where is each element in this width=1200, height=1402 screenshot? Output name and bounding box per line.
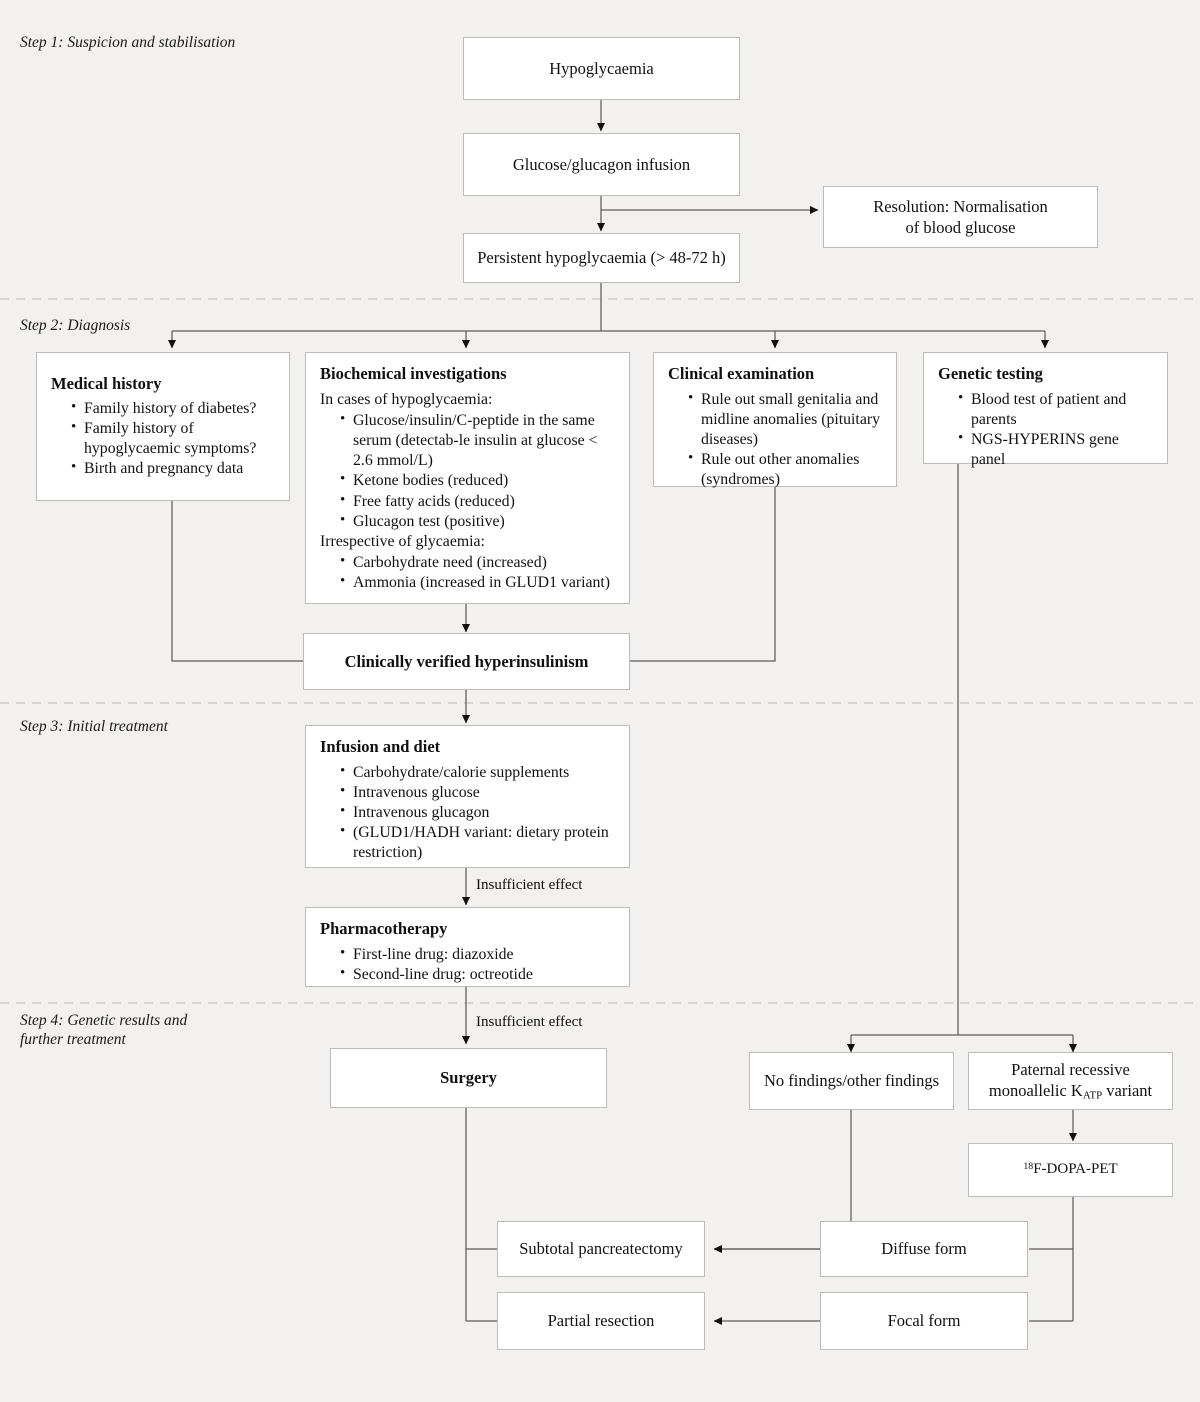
node-no-findings[interactable]: No findings/other findings (749, 1052, 954, 1110)
node-genetic-testing[interactable]: Genetic testing Blood test of patient an… (923, 352, 1168, 468)
list-item: Family history of hypoglycaemic symptoms… (71, 418, 275, 459)
list-item: Birth and pregnancy data (71, 458, 275, 479)
node-biochemical-bullets-1: Glucose/insulin/C-peptide in the same se… (320, 410, 615, 532)
node-medical-history-bullets: Family history of diabetes? Family histo… (51, 398, 275, 479)
node-glucose-glucagon-infusion[interactable]: Glucose/glucagon infusion (463, 133, 740, 196)
list-item: NGS-HYPERINS gene panel (958, 429, 1153, 470)
node-biochemical-bullets-2: Carbohydrate need (increased) Ammonia (i… (320, 552, 615, 593)
node-surgery[interactable]: Surgery (330, 1048, 607, 1108)
node-resolution-label: Resolution: Normalisation of blood gluco… (873, 196, 1048, 237)
list-item: Glucagon test (positive) (340, 511, 615, 532)
step-label-3: Step 3: Initial treatment (20, 718, 168, 735)
list-item: Ketone bodies (reduced) (340, 470, 615, 491)
node-biochemical-lead-2: Irrespective of glycaemia: (320, 532, 485, 550)
node-no-findings-label: No findings/other findings (763, 1071, 940, 1091)
list-item: Carbohydrate need (increased) (340, 552, 615, 573)
node-paternal-subscript: ATP (1082, 1089, 1103, 1102)
step-label-1: Step 1: Suspicion and stabilisation (20, 34, 236, 51)
node-biochemical-lead-1: In cases of hypoglycaemia: (320, 390, 493, 408)
node-clinical-examination[interactable]: Clinical examination Rule out small geni… (653, 352, 897, 490)
node-biochemical-investigations[interactable]: Biochemical investigations In cases of h… (305, 352, 630, 604)
list-item: Family history of diabetes? (71, 398, 275, 419)
node-genetic-testing-title: Genetic testing (938, 364, 1043, 383)
node-fdopa-pet-label: 18F-DOPA-PET (1023, 1160, 1117, 1179)
node-pharmacotherapy-title: Pharmacotherapy (320, 919, 448, 938)
step-label-4: Step 4: Genetic results and further trea… (20, 1012, 188, 1049)
node-paternal-text-before: Paternal recessive monoallelic K (988, 1059, 1130, 1100)
node-glucose-glucagon-infusion-label: Glucose/glucagon infusion (512, 154, 691, 174)
node-diffuse-form[interactable]: Diffuse form (820, 1221, 1028, 1277)
node-infusion-and-diet-title: Infusion and diet (320, 737, 441, 756)
node-hypoglycaemia-label: Hypoglycaemia (549, 58, 654, 78)
node-subtotal-pancreatectomy[interactable]: Subtotal pancreatectomy (497, 1221, 705, 1277)
node-pharmacotherapy-bullets: First-line drug: diazoxide Second-line d… (320, 944, 615, 985)
node-focal-label: Focal form (887, 1311, 961, 1331)
list-item: Intravenous glucagon (340, 802, 615, 823)
node-partial-resection[interactable]: Partial resection (497, 1292, 705, 1350)
node-paternal-katp-label: Paternal recessive monoallelic KATP vari… (989, 1059, 1152, 1103)
node-paternal-katp-variant[interactable]: Paternal recessive monoallelic KATP vari… (968, 1052, 1173, 1110)
node-hypoglycaemia[interactable]: Hypoglycaemia (463, 37, 740, 100)
node-fdopa-text: F-DOPA-PET (1033, 1161, 1118, 1178)
node-clinically-verified-hyperinsulinism[interactable]: Clinically verified hyperinsulinism (303, 633, 630, 690)
list-item: (GLUD1/HADH variant: dietary protein res… (340, 822, 615, 863)
list-item: Second-line drug: octreotide (340, 964, 615, 985)
list-item: Glucose/insulin/C-peptide in the same se… (340, 410, 615, 471)
edge-label-insufficient-effect-1: Insufficient effect (476, 877, 583, 893)
node-paternal-text-after: variant (1102, 1080, 1153, 1100)
node-medical-history[interactable]: Medical history Family history of diabet… (36, 352, 290, 501)
list-item: Intravenous glucose (340, 782, 615, 803)
list-item: Rule out other anomalies (syndromes) (688, 449, 882, 490)
list-item: Blood test of patient and parents (958, 389, 1153, 430)
node-pharmacotherapy[interactable]: Pharmacotherapy First-line drug: diazoxi… (305, 907, 630, 987)
node-resolution[interactable]: Resolution: Normalisation of blood gluco… (823, 186, 1098, 248)
node-clinical-examination-bullets: Rule out small genitalia and midline ano… (668, 389, 882, 490)
node-subtotal-label: Subtotal pancreatectomy (519, 1239, 683, 1259)
node-medical-history-title: Medical history (51, 373, 162, 393)
node-clinical-examination-title: Clinical examination (668, 364, 815, 383)
edge-label-insufficient-effect-2: Insufficient effect (476, 1014, 583, 1030)
node-fdopa-superscript: 18 (1023, 1161, 1034, 1173)
node-partial-label: Partial resection (547, 1311, 655, 1331)
list-item: First-line drug: diazoxide (340, 944, 615, 965)
list-item: Ammonia (increased in GLUD1 variant) (340, 572, 615, 593)
node-surgery-label: Surgery (440, 1068, 497, 1088)
node-persistent-hypoglycaemia-label: Persistent hypoglycaemia (> 48-72 h) (477, 248, 726, 268)
node-infusion-and-diet-bullets: Carbohydrate/calorie supplements Intrave… (320, 762, 615, 863)
node-focal-form[interactable]: Focal form (820, 1292, 1028, 1350)
node-diffuse-label: Diffuse form (881, 1239, 967, 1259)
node-fdopa-pet[interactable]: 18F-DOPA-PET (968, 1143, 1173, 1197)
node-genetic-testing-bullets: Blood test of patient and parents NGS-HY… (938, 389, 1153, 470)
list-item: Free fatty acids (reduced) (340, 491, 615, 512)
list-item: Rule out small genitalia and midline ano… (688, 389, 882, 450)
node-persistent-hypoglycaemia[interactable]: Persistent hypoglycaemia (> 48-72 h) (463, 233, 740, 283)
step-label-2: Step 2: Diagnosis (20, 317, 131, 334)
list-item: Carbohydrate/calorie supplements (340, 762, 615, 783)
node-verified-label: Clinically verified hyperinsulinism (344, 651, 589, 671)
node-biochemical-title: Biochemical investigations (320, 364, 507, 383)
node-infusion-and-diet[interactable]: Infusion and diet Carbohydrate/calorie s… (305, 725, 630, 868)
